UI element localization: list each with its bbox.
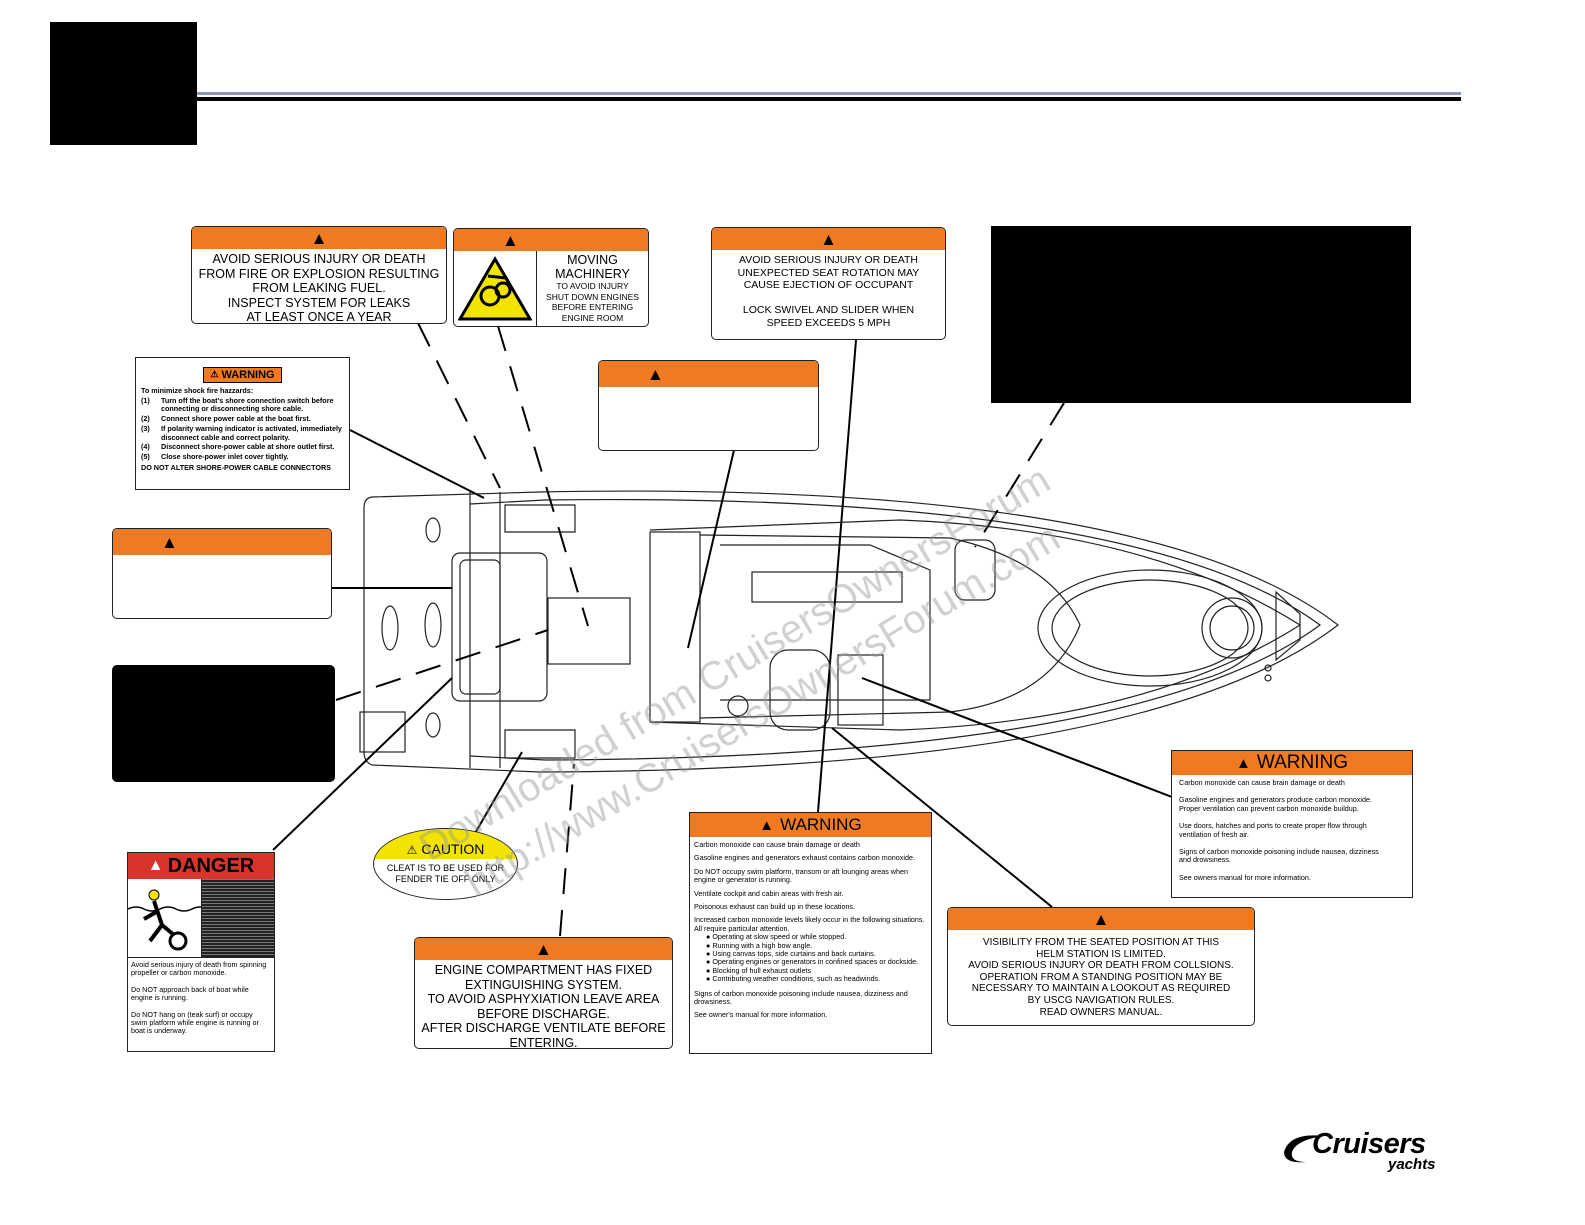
moving-machinery-icon [454, 251, 537, 326]
helm-visibility-label: ▲ VISIBILITY FROM THE SEATED POSITION AT… [947, 907, 1255, 1026]
redacted-label-left [112, 665, 335, 782]
co-warning-label-center: ▲WARNING Carbon monoxide can cause brain… [689, 812, 932, 1054]
co-bullet: ● Contributing weather conditions, such … [706, 974, 881, 984]
section-tab-block [50, 22, 197, 145]
shore-power-item: Connect shore power cable at the boat fi… [161, 414, 311, 424]
co-center-header: ▲WARNING [690, 813, 931, 837]
co-right-line: Carbon monoxide can cause brain damage o… [1179, 778, 1345, 787]
fuel-leak-text: AVOID SERIOUS INJURY OR DEATH FROM FIRE … [198, 252, 440, 324]
moving-machinery-label: ▲ MOVING MACHINERY TO AVOID INJURY SHUT … [453, 228, 649, 327]
co-text-line: Signs of carbon monoxide poisoning inclu… [694, 988, 908, 1007]
danger-text-line: Do NOT approach back of boat while engin… [131, 984, 249, 1003]
logo-swoosh-icon [1284, 1135, 1324, 1163]
drowning-person-icon [128, 879, 209, 957]
warning-triangle-icon: ⚠ [406, 843, 418, 857]
co-bullet: ● Operating at slow speed or while stopp… [706, 932, 847, 942]
co-right-line: Gasoline engines and generators produce … [1179, 795, 1372, 813]
co-text-line: Ventilate cockpit and cabin areas with f… [694, 888, 844, 898]
warning-triangle-icon: ▲ [310, 228, 328, 248]
moving-machinery-title: MOVING MACHINERY [555, 253, 630, 281]
warning-triangle-icon: ▲ [535, 939, 552, 959]
co-right-line: Signs of carbon monoxide poisoning inclu… [1179, 847, 1379, 865]
engine-compartment-label: ▲ ENGINE COMPARTMENT HAS FIXED EXTINGUIS… [414, 937, 673, 1049]
engine-compartment-text: ENGINE COMPARTMENT HAS FIXED EXTINGUISHI… [421, 963, 666, 1049]
warning-triangle-icon: ▲ [161, 532, 178, 552]
co-warning-label-right: ▲WARNING Carbon monoxide can cause brain… [1171, 750, 1413, 898]
co-right-header: ▲WARNING [1172, 751, 1412, 775]
shore-power-header: ⚠WARNING [203, 366, 282, 383]
header-rule-thick [197, 97, 1461, 101]
seat-rotation-text: AVOID SERIOUS INJURY OR DEATH UNEXPECTED… [737, 254, 920, 329]
danger-header: ▲DANGER [128, 853, 274, 879]
moving-machinery-text: TO AVOID INJURY SHUT DOWN ENGINES BEFORE… [546, 281, 639, 323]
co-text-line: Increased carbon monoxide levels likely … [694, 915, 925, 933]
shore-power-intro: To minimize shock fire hazzards: [141, 385, 254, 395]
warning-triangle-icon: ▲ [502, 230, 519, 250]
warning-triangle-icon: ▲ [647, 364, 664, 384]
shore-power-item: Close shore-power inlet cover tightly. [161, 452, 289, 462]
caution-text: CLEAT IS TO BE USED FOR FENDER TIE OFF O… [386, 863, 505, 884]
boat-hull [359, 490, 1339, 773]
co-right-line: See owners manual for more information. [1179, 872, 1311, 882]
blank-warning-label-center: ▲ [598, 360, 819, 451]
logo-brand-text: Cruisers [1312, 1128, 1426, 1160]
redacted-label-top-right [991, 226, 1411, 403]
co-bullet: ● Operating engines or generators in con… [706, 957, 919, 967]
shore-power-footer: DO NOT ALTER SHORE-POWER CABLE CONNECTOR… [141, 462, 331, 472]
leader-lines [272, 322, 1173, 937]
warning-triangle-icon: ▲ [820, 229, 837, 249]
co-text-line: Poisonous exhaust can build up in these … [694, 902, 856, 912]
header-rule-thin [197, 92, 1461, 95]
shore-power-item: Turn off the boat's shore connection swi… [161, 395, 334, 414]
co-text-line: Carbon monoxide can cause brain damage o… [694, 840, 860, 849]
cruisers-logo: Cruisers yachts [1280, 1128, 1465, 1176]
co-text-line: Gasoline engines and generators exhaust … [694, 853, 915, 863]
blank-warning-label-left: ▲ [112, 528, 332, 619]
co-text-line: See owner's manual for more information. [694, 1009, 828, 1019]
co-bullet: ● Running with a high bow angle. [706, 940, 813, 950]
warning-triangle-icon: ▲ [1092, 909, 1110, 929]
warning-triangle-icon: ▲ [759, 816, 775, 834]
co-text-line: Do NOT occupy swim platform, transom or … [694, 866, 908, 885]
warning-triangle-icon: ▲ [1236, 754, 1251, 772]
danger-text-line: Avoid serious injury of death from spinn… [131, 960, 267, 978]
co-bullet: ● Using canvas tops, side curtains and b… [706, 949, 876, 959]
helm-visibility-text: VISIBILITY FROM THE SEATED POSITION AT T… [968, 937, 1234, 1018]
shore-power-item: Disconnect shore-power cable at shore ou… [161, 442, 335, 452]
shore-power-item: If polarity warning indicator is activat… [161, 424, 342, 442]
co-bullet: ● Blocking of hull exhaust outlets [706, 965, 812, 975]
co-right-line: Use doors, hatches and ports to create p… [1179, 821, 1367, 839]
warning-triangle-icon: ▲ [147, 857, 164, 874]
danger-propeller-label: ▲DANGER Avoid serious injury of death fr… [127, 852, 275, 1052]
seat-rotation-warning-label: ▲ AVOID SERIOUS INJURY OR DEATH UNEXPECT… [711, 227, 946, 340]
warning-triangle-icon: ⚠ [210, 369, 219, 379]
fuel-leak-warning-label: ▲ AVOID SERIOUS INJURY OR DEATH FROM FIR… [191, 226, 447, 324]
logo-sub-text: yachts [1388, 1156, 1436, 1173]
exhaust-smoke-graphic [202, 879, 274, 957]
danger-text-line: Do NOT hang on (teak surf) or occupy swi… [131, 1009, 259, 1036]
shore-power-warning-label: ⚠WARNING To minimize shock fire hazzards… [135, 357, 350, 490]
